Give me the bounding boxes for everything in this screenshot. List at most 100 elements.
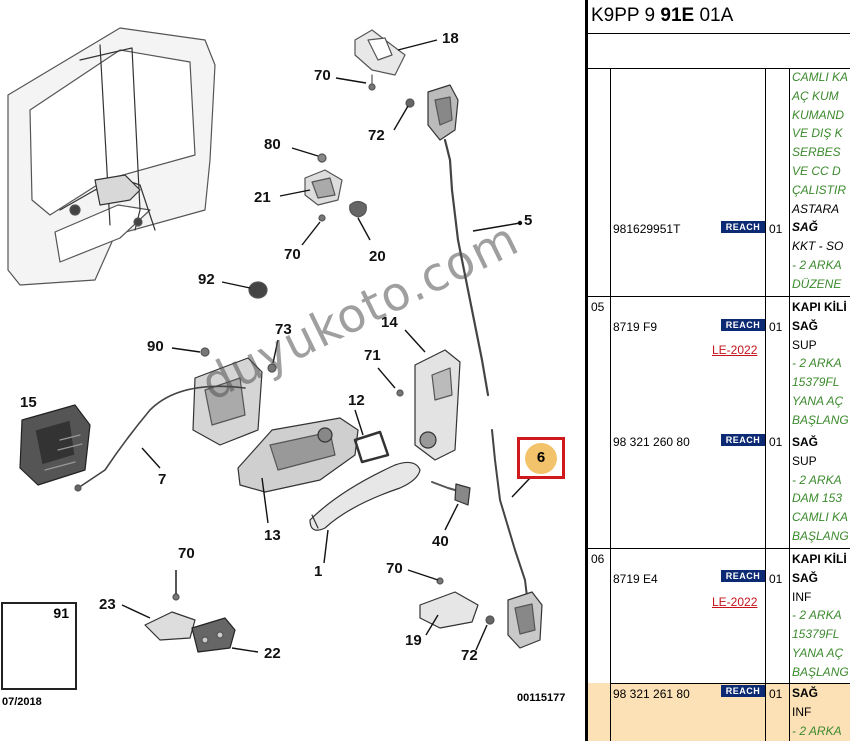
callout-22[interactable]: 22: [264, 645, 281, 662]
callout-19[interactable]: 19: [405, 632, 422, 649]
quantity: 01: [769, 435, 783, 449]
part-reference[interactable]: 98 321 261 80: [613, 687, 690, 701]
quantity: 01: [769, 320, 783, 334]
diagram-ref-number: 00115177: [517, 692, 566, 704]
callout-80[interactable]: 80: [264, 136, 281, 153]
row-desc: KAPI KİLİ SAĞ INF - 2 ARKA 15379FL YANA …: [792, 550, 849, 682]
callout-73[interactable]: 73: [275, 321, 292, 338]
desc-line: KUMAND: [792, 107, 845, 122]
desc-line: YANA AÇ: [792, 393, 844, 408]
callout-70[interactable]: 70: [314, 67, 331, 84]
desc-line: SERBES: [792, 145, 841, 160]
desc-line: BAŞLANG: [792, 528, 849, 543]
col-divider-group: [610, 68, 611, 741]
callout-72[interactable]: 72: [368, 127, 385, 144]
callout-15[interactable]: 15: [20, 394, 37, 411]
le-link[interactable]: LE-2022: [712, 343, 758, 357]
highlighted-part-number: 6: [536, 449, 546, 466]
part-reference[interactable]: 98 321 260 80: [613, 435, 690, 449]
highlighted-part-callout[interactable]: 6: [517, 437, 565, 479]
callout-1[interactable]: 1: [314, 563, 323, 580]
desc-line: VE CC D: [792, 163, 841, 178]
desc-line: DAM 153: [792, 491, 843, 506]
desc-line: YANA AÇ: [792, 645, 844, 660]
row-separator: [588, 296, 850, 297]
part-reference[interactable]: 8719 F9: [613, 320, 658, 334]
quantity: 01: [769, 572, 783, 586]
reach-badge: REACH: [721, 319, 765, 331]
desc-line: SUP: [792, 337, 817, 352]
callout-21[interactable]: 21: [254, 189, 271, 206]
quantity: 01: [769, 222, 783, 236]
col-divider-desc: [789, 68, 790, 741]
row-note-top: CAMLI KA AÇ KUM KUMAND VE DIŞ K SERBES V…: [792, 68, 848, 294]
header-line: [588, 33, 850, 34]
reach-badge: REACH: [721, 570, 765, 582]
callout-7[interactable]: 7: [158, 471, 167, 488]
callout-40[interactable]: 40: [432, 533, 449, 550]
part-reference[interactable]: 8719 E4: [613, 572, 658, 586]
desc-line: ASTARA: [792, 201, 840, 216]
desc-line: 15379FL: [792, 627, 840, 642]
desc-line: SAĞ: [792, 435, 819, 449]
desc-line: SAĞ: [792, 570, 819, 585]
callout-92[interactable]: 92: [198, 271, 215, 288]
callout-14[interactable]: 14: [381, 314, 398, 331]
group-number: 06: [591, 552, 605, 566]
desc-line: - 2 ARKA: [792, 472, 842, 487]
row-desc: SAĞ INF - 2 ARKA: [792, 684, 842, 740]
desc-line: SAĞ: [792, 686, 819, 700]
desc-line: INF: [792, 589, 812, 604]
callout-5[interactable]: 5: [524, 212, 533, 229]
callout-23[interactable]: 23: [99, 596, 116, 613]
highlighted-row-bg: [588, 683, 850, 741]
diagram-date: 07/2018: [2, 696, 42, 708]
desc-line: DÜZENE: [792, 276, 842, 291]
desc-line: INF: [792, 704, 812, 719]
reach-badge: REACH: [721, 221, 765, 233]
desc-line: AÇ KUM: [792, 88, 839, 103]
highlight-dot: [525, 443, 557, 474]
callout-70[interactable]: 70: [386, 560, 403, 577]
callout-20[interactable]: 20: [369, 248, 386, 265]
desc-line: - 2 ARKA: [792, 723, 842, 738]
group-number: 05: [591, 300, 605, 314]
catalog-code-bold: 91E: [660, 5, 695, 26]
desc-line: 15379FL: [792, 375, 840, 390]
row-separator: [588, 548, 850, 549]
catalog-code-prefix: K9PP 9: [591, 5, 661, 26]
door-panel-drawing: [7, 27, 216, 286]
callout-72[interactable]: 72: [461, 647, 478, 664]
desc-title: KAPI KİLİ: [792, 552, 847, 566]
header-bottom-line: [588, 68, 850, 69]
row-separator: [610, 683, 850, 684]
row-desc: KAPI KİLİ SAĞ SUP - 2 ARKA 15379FL YANA …: [792, 298, 849, 430]
quantity: 01: [769, 687, 783, 701]
inset-part-box[interactable]: 91: [1, 602, 77, 690]
catalog-code: K9PP 9 91E 01A: [591, 5, 733, 27]
desc-line: SAĞ: [792, 220, 819, 235]
panel-divider: [585, 0, 588, 741]
desc-line: VE DIŞ K: [792, 126, 843, 141]
part-reference[interactable]: 981629951T: [613, 222, 681, 236]
callout-70[interactable]: 70: [178, 545, 195, 562]
callout-70[interactable]: 70: [284, 246, 301, 263]
desc-line: - 2 ARKA: [792, 356, 842, 371]
inset-part-label: 91: [53, 605, 69, 621]
callout-12[interactable]: 12: [348, 392, 365, 409]
col-divider-qty: [765, 68, 766, 741]
callout-18[interactable]: 18: [442, 30, 459, 47]
le-link[interactable]: LE-2022: [712, 595, 758, 609]
callout-71[interactable]: 71: [364, 347, 381, 364]
desc-line: - 2 ARKA: [792, 608, 842, 623]
parts-diagram: duyukoto.com 18 70 72 80 21 70 20 5 92 7…: [1, 27, 566, 708]
parts-list-panel: K9PP 9 91E 01A CAMLI KA AÇ KUM KUMAND VE…: [588, 0, 850, 741]
callout-90[interactable]: 90: [147, 338, 164, 355]
callout-13[interactable]: 13: [264, 527, 281, 544]
desc-line: KKT - SO: [792, 239, 844, 254]
desc-line: BAŞLANG: [792, 412, 849, 427]
desc-line: SUP: [792, 453, 817, 468]
reach-badge: REACH: [721, 685, 765, 697]
desc-line: ÇALISTIR: [792, 182, 847, 197]
desc-line: BAŞLANG: [792, 664, 849, 679]
